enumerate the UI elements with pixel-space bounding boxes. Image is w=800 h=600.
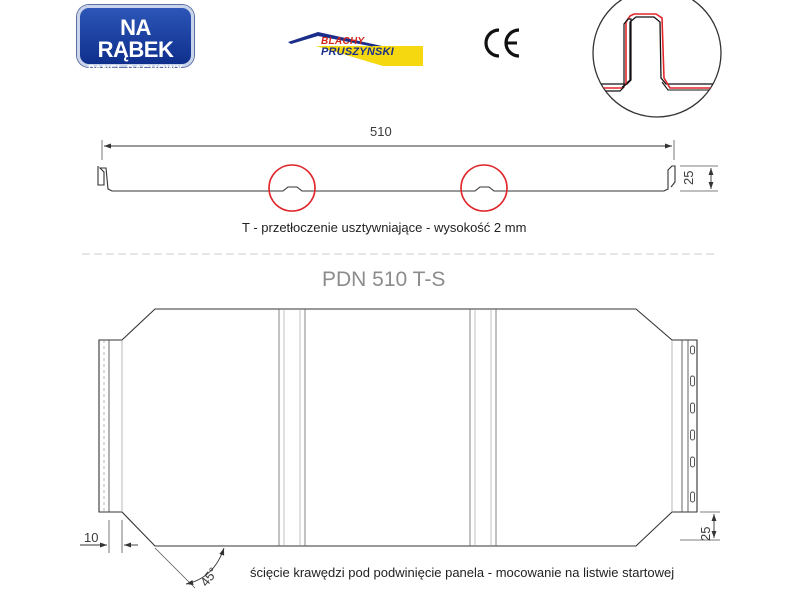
panel-plan-view bbox=[80, 308, 720, 589]
edge-dimension-label: 10 bbox=[84, 530, 99, 545]
panel-profile-section bbox=[97, 140, 718, 212]
embossing-caption: T - przetłoczenie usztywniające - wysoko… bbox=[242, 220, 527, 235]
stiffening-embossing-highlight bbox=[460, 164, 508, 212]
logo-text-pruszynski: PRUSZYŃSKI bbox=[321, 46, 394, 58]
panel-title: PDN 510 T-S bbox=[322, 268, 446, 291]
roof-logo-icon bbox=[288, 32, 423, 66]
height-dimension-label: 25 bbox=[681, 170, 696, 185]
ce-mark-icon bbox=[484, 28, 520, 58]
logo-text-na-rabek: NA RĄBEK bbox=[97, 15, 174, 62]
logo-text-panel-dachowy: PANEL DACHOWY bbox=[87, 64, 184, 75]
seam-detail-circle bbox=[592, 0, 722, 118]
width-dimension-label: 510 bbox=[370, 124, 392, 139]
blachy-pruszynski-logo: BLACHY PRUSZYŃSKI bbox=[288, 25, 423, 70]
bevel-caption: ścięcie krawędzi pod podwinięcie panela … bbox=[250, 565, 675, 580]
na-rabek-logo: NA RĄBEK PANEL DACHOWY bbox=[77, 5, 194, 75]
panel-height-dimension-label: 25 bbox=[698, 526, 713, 541]
angle-dimension-arc bbox=[185, 547, 225, 585]
mounting-slots bbox=[690, 345, 695, 503]
stiffening-embossing-highlight bbox=[268, 164, 316, 212]
logo-text-blachy: BLACHY bbox=[321, 36, 365, 47]
